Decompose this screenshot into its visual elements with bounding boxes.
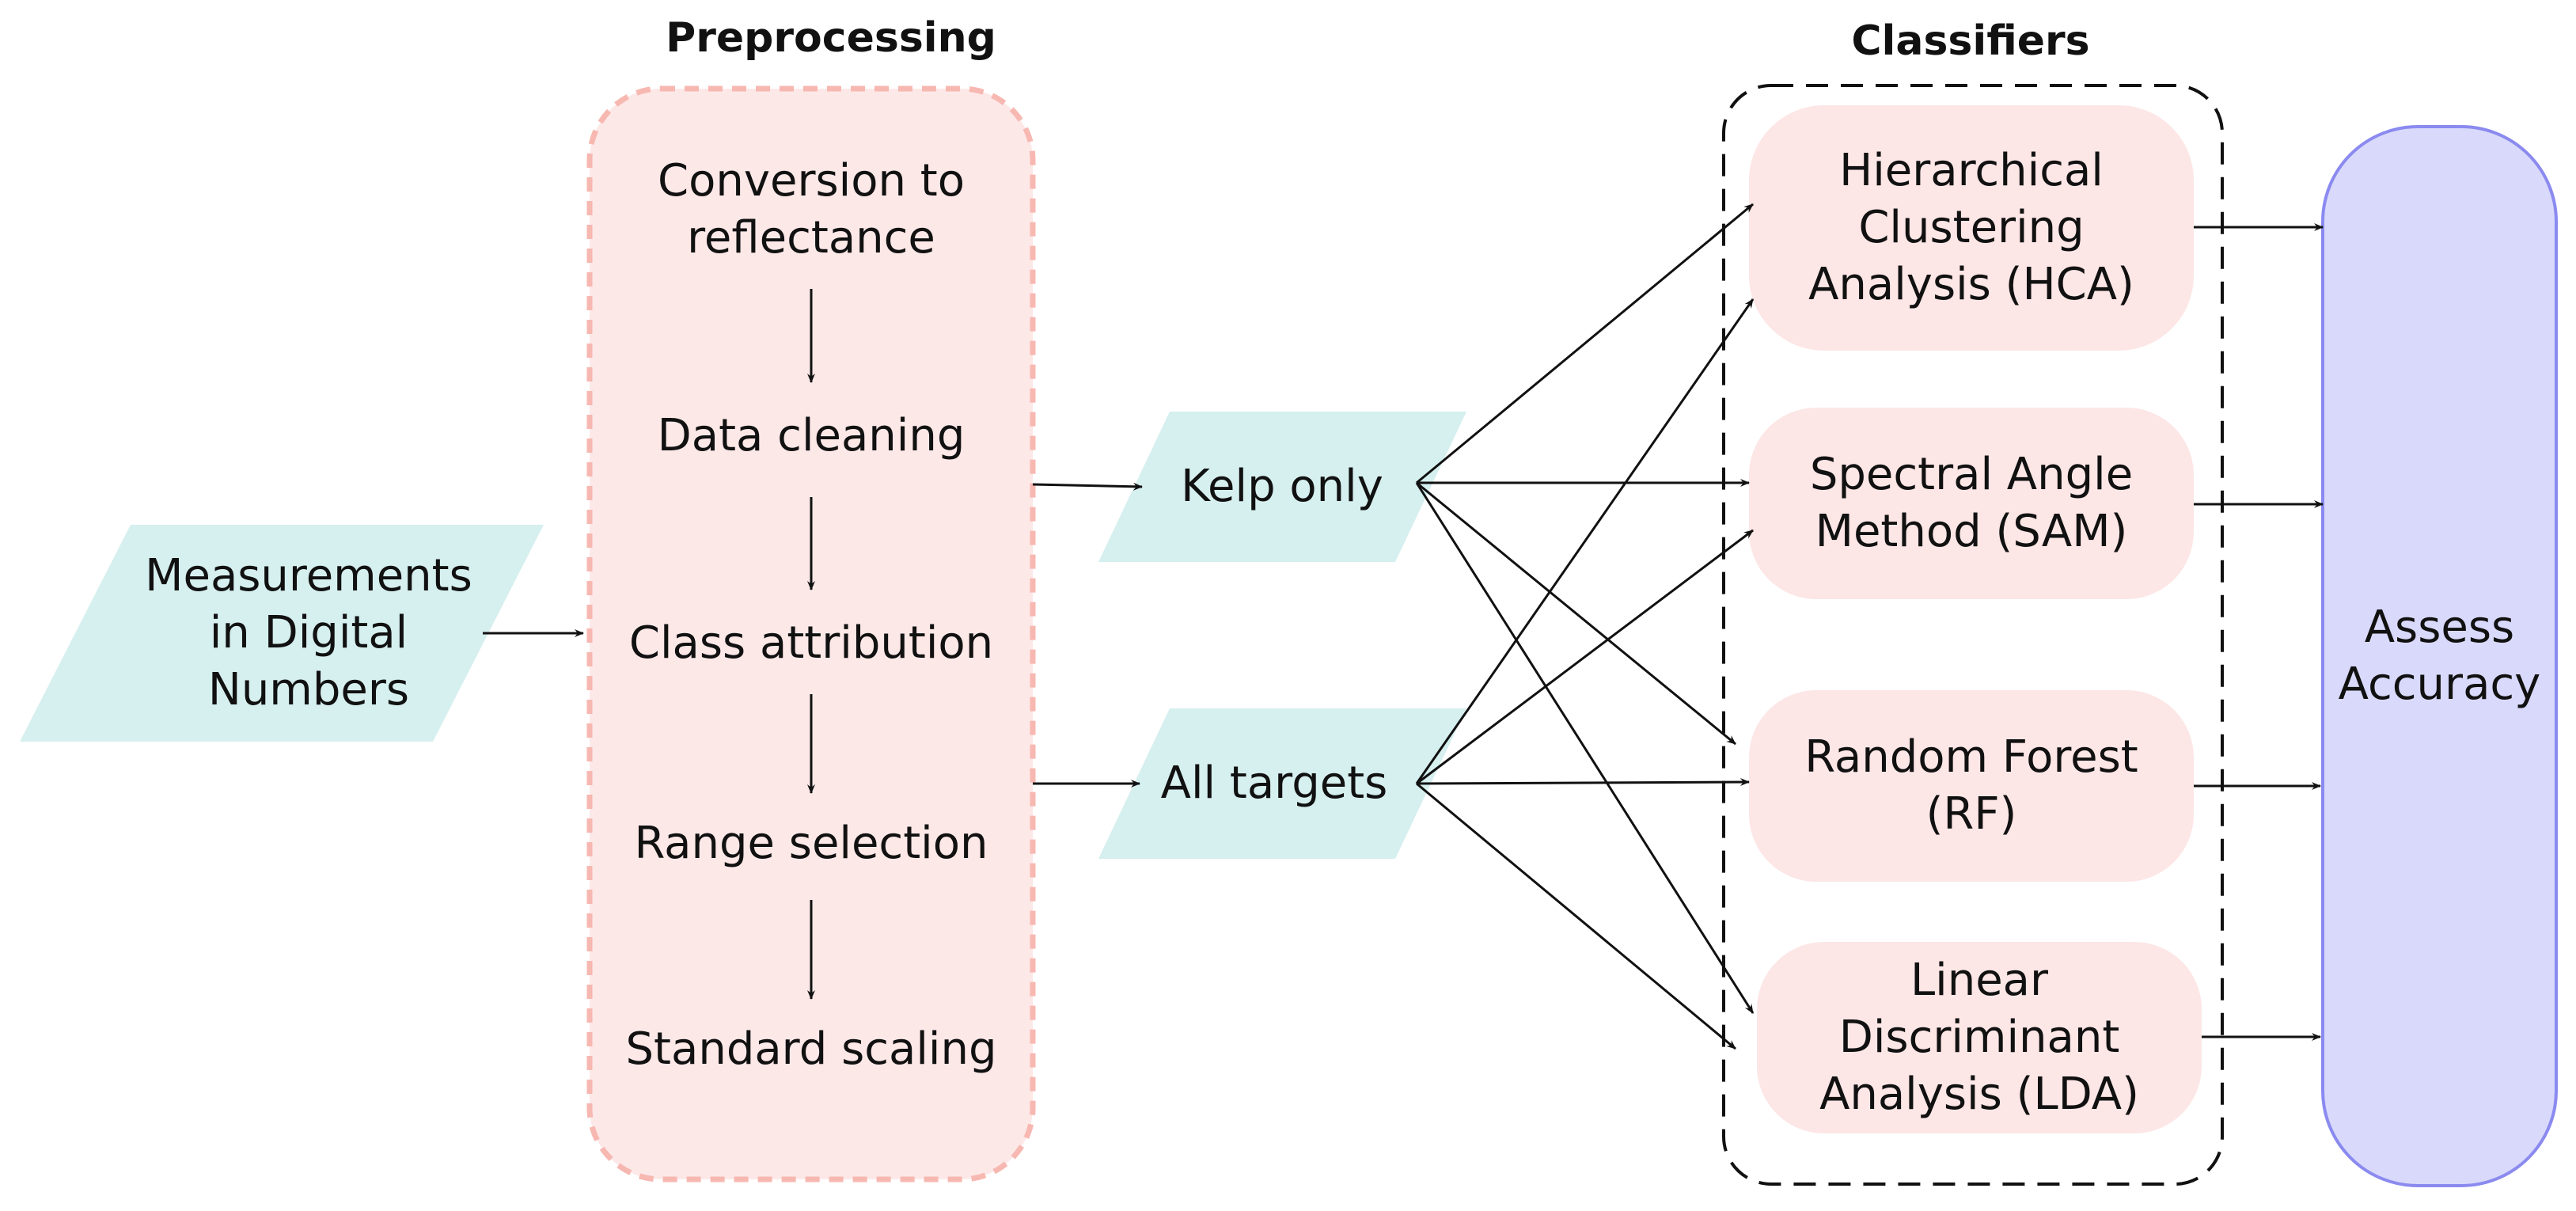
classifiers-title: Classifiers <box>1851 17 2090 65</box>
arrow-all-to-rf <box>1416 778 1750 787</box>
kelp-only-label: Kelp only <box>1181 461 1383 512</box>
step-data-cleaning: Data cleaning <box>657 410 966 461</box>
lda-shape <box>1757 942 2202 1133</box>
arrow-kelp-to-lda <box>1415 482 1755 1014</box>
step-conversion-to-reflectance: Conversion to reflectance <box>658 155 965 264</box>
connector-arrows <box>483 203 2324 1050</box>
all-targets-shape <box>1098 708 1466 859</box>
step-standard-scaling: Standard scaling <box>625 1023 997 1075</box>
sam-shape <box>1749 408 2194 599</box>
classifiers-container <box>1722 84 2224 1186</box>
preprocessing-title: Preprocessing <box>666 14 996 62</box>
arrow-all-to-hca <box>1415 298 1755 784</box>
classifier-rf-label: Random Forest (RF) <box>1804 731 2138 840</box>
measurements-shape <box>20 525 544 742</box>
kelp-only-shape <box>1098 412 1466 562</box>
assess-accuracy-label: Assess Accuracy <box>2338 602 2541 710</box>
measurements-label: Measurements in Digital Numbers <box>145 550 472 716</box>
classifier-hca-label: Hierarchical Clustering Analysis (HCA) <box>1808 145 2134 310</box>
arrow-kelp-to-hca <box>1416 203 1754 484</box>
hca-shape <box>1749 105 2194 351</box>
step-range-selection: Range selection <box>634 818 988 869</box>
arrow-all-to-lda <box>1416 782 1736 1050</box>
arrow-kelp-to-rf <box>1416 481 1736 746</box>
step-class-attribution: Class attribution <box>628 617 994 669</box>
arrow-all-to-sam <box>1416 529 1754 785</box>
classifier-sam-label: Spectral Angle Method (SAM) <box>1809 449 2134 557</box>
arrow-preprocessing-to-kelp <box>1032 482 1143 491</box>
rf-shape <box>1749 690 2194 882</box>
all-targets-label: All targets <box>1160 757 1388 809</box>
classifier-lda-label: Linear Discriminant Analysis (LDA) <box>1819 955 2139 1120</box>
preprocessing-container <box>586 85 1036 1183</box>
assess-accuracy-shape <box>2321 125 2558 1187</box>
